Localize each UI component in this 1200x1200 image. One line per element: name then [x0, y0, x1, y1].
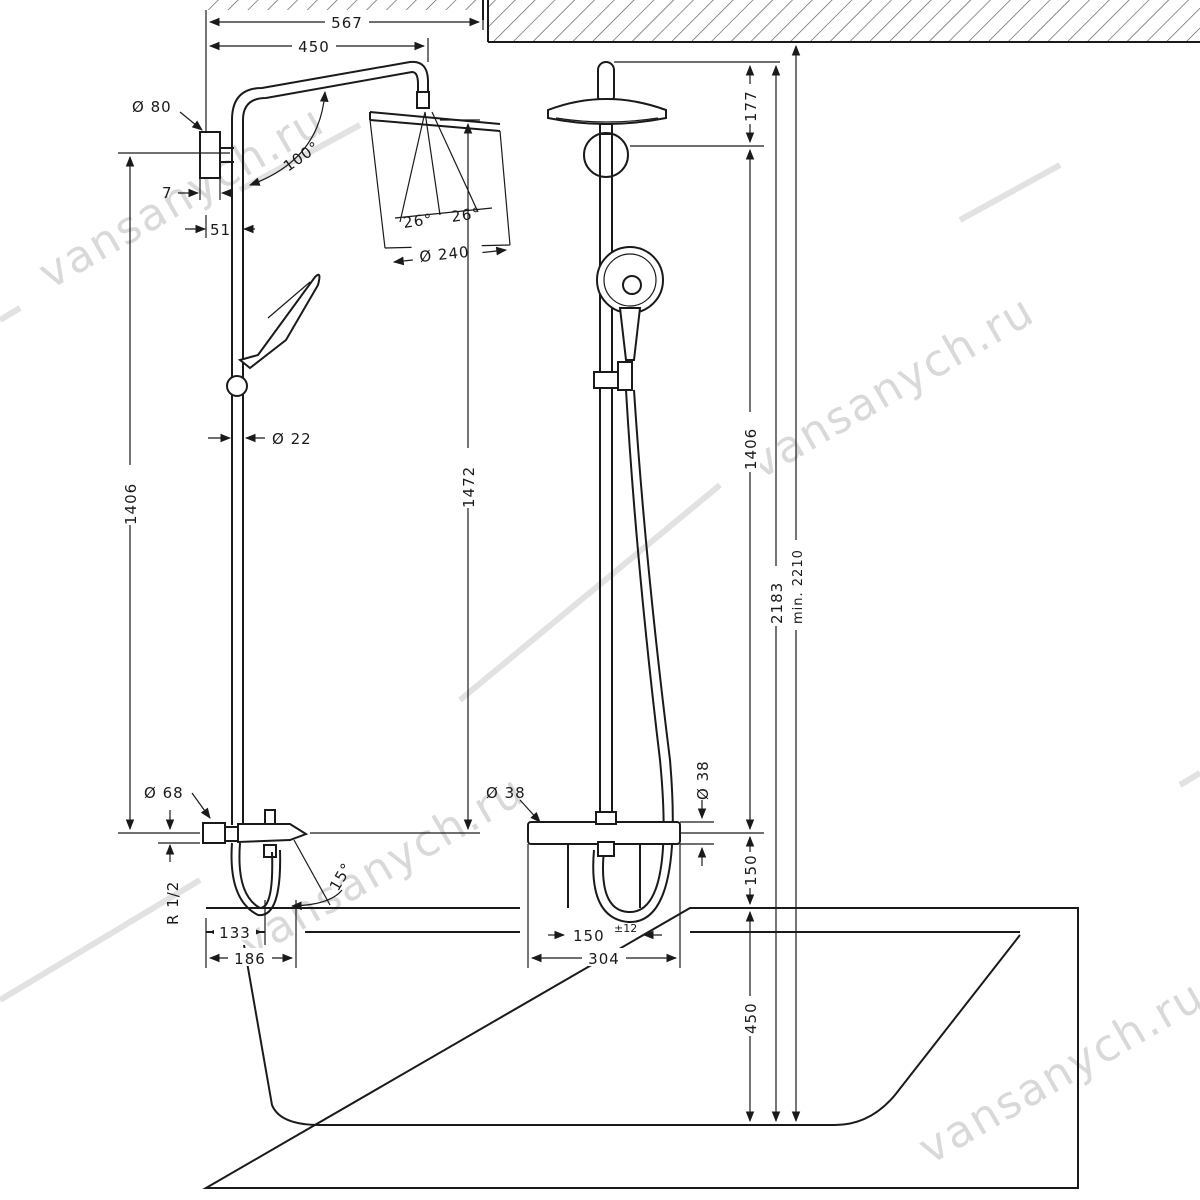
dim-top-width: 567: [331, 14, 363, 32]
dim-mixer-to-tub: 150: [742, 854, 760, 886]
dim-total-height: 2183: [768, 582, 786, 624]
dim-mixer-width: 304: [588, 950, 620, 968]
dim-head-drop: 177: [742, 90, 760, 122]
dim-rail-height-side: 1406: [122, 483, 140, 525]
dim-spout-short: 133: [219, 924, 251, 942]
side-view: [199, 60, 511, 917]
watermark-text-1: vansanych.ru: [30, 95, 333, 300]
dim-spout-long: 186: [234, 950, 266, 968]
dim-pipe-offset: 51: [210, 221, 231, 239]
dim-spray-right: 26°: [450, 204, 482, 226]
dim-connection-thread: R 1/2: [164, 881, 182, 925]
dim-rail-height-front: 1406: [742, 428, 760, 470]
dim-arm-length: 450: [298, 38, 330, 56]
dim-knob-diameter: Ø 38: [694, 760, 712, 800]
front-view: [527, 61, 681, 924]
dim-flange-thickness: 7: [162, 184, 173, 202]
watermark-text-4: vansanych.ru: [910, 970, 1200, 1175]
dim-head-diameter: Ø 240: [419, 243, 471, 266]
dim-tub-height: 450: [742, 1002, 760, 1034]
dim-connection-spacing: 150: [573, 927, 605, 945]
dim-min-ceiling: min. 2210: [791, 549, 806, 624]
dim-wall-flange: Ø 80: [132, 98, 172, 116]
watermark-text-2: vansanych.ru: [740, 285, 1043, 490]
dim-head-height: 1472: [460, 466, 478, 508]
dimensions: 567 450 Ø 80 7 51 100° 26° 26° Ø 240: [118, 10, 806, 1126]
ceiling: [208, 0, 1200, 43]
dim-mixer-diameter: Ø 38: [486, 784, 526, 802]
dim-pipe-diameter: Ø 22: [272, 430, 312, 448]
dim-mixer-flange: Ø 68: [144, 784, 184, 802]
dim-spray-left: 26°: [402, 210, 434, 232]
dim-connection-tolerance: ±12: [614, 922, 637, 935]
